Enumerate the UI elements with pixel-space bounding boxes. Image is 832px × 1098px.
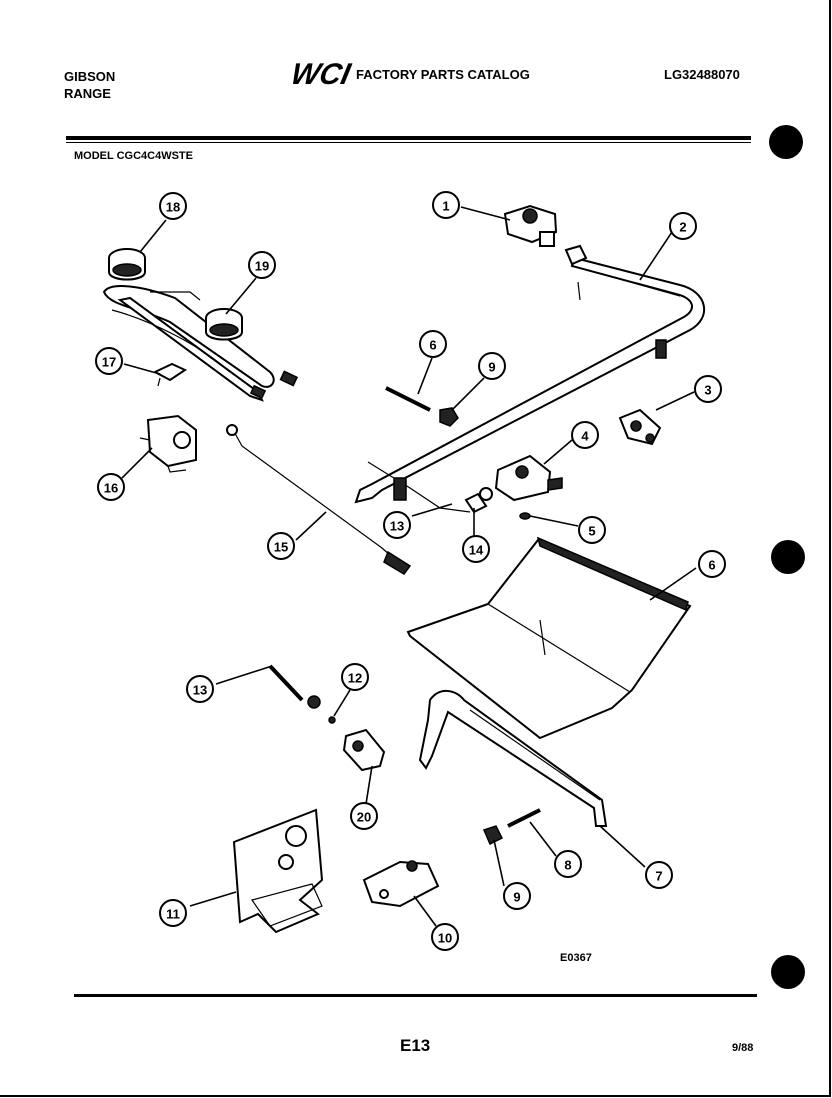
callout-9-lower: 9 bbox=[503, 882, 531, 910]
callout-3: 3 bbox=[694, 375, 722, 403]
part-13-rod bbox=[268, 664, 304, 702]
part-6-screw bbox=[385, 386, 431, 412]
callout-19: 19 bbox=[248, 251, 276, 279]
callout-6: 6 bbox=[698, 550, 726, 578]
part-9-nut bbox=[439, 407, 459, 427]
callout-10: 10 bbox=[431, 923, 459, 951]
manifold-pipe bbox=[354, 244, 706, 513]
burner-assembly bbox=[102, 248, 299, 402]
part-3-fitting bbox=[618, 408, 662, 446]
binder-hole-middle bbox=[771, 540, 805, 574]
callout-20: 20 bbox=[350, 802, 378, 830]
wci-logo: WCI bbox=[293, 58, 353, 90]
footer-rule bbox=[74, 994, 757, 997]
callout-7: 7 bbox=[645, 861, 673, 889]
page-date: 9/88 bbox=[732, 1042, 754, 1054]
callout-11-label: 11 bbox=[166, 907, 180, 922]
callout-2: 2 bbox=[669, 212, 697, 240]
callout-6-upper-label: 6 bbox=[429, 338, 436, 353]
callout-1: 1 bbox=[432, 191, 460, 219]
callout-13-lower: 13 bbox=[186, 675, 214, 703]
callout-18: 18 bbox=[159, 192, 187, 220]
model-label: MODEL CGC4C4WSTE bbox=[74, 150, 193, 162]
part-4-valve bbox=[479, 454, 563, 502]
callout-18-label: 18 bbox=[166, 200, 180, 215]
page-number: E13 bbox=[400, 1036, 431, 1055]
part-12-nut bbox=[307, 695, 321, 709]
callout-19-label: 19 bbox=[255, 259, 269, 274]
callout-9-lower-label: 9 bbox=[513, 890, 520, 905]
callout-16-label: 16 bbox=[104, 481, 118, 496]
callout-15-label: 15 bbox=[274, 540, 288, 555]
callout-8-lower: 8 bbox=[554, 850, 582, 878]
part-9-nut-lower bbox=[482, 825, 504, 846]
callout-8-label: 8 bbox=[564, 858, 571, 873]
callout-9-upper-label: 9 bbox=[488, 360, 495, 375]
callout-5-label: 5 bbox=[588, 524, 595, 539]
part-10-valve bbox=[362, 860, 440, 908]
catalog-number: LG32488070 bbox=[664, 67, 740, 82]
callout-2-label: 2 bbox=[679, 220, 686, 235]
callout-17-label: 17 bbox=[102, 355, 116, 370]
diagram-id: E0367 bbox=[560, 952, 592, 964]
part-20-switch bbox=[342, 728, 386, 772]
part-8-screw bbox=[507, 808, 541, 828]
callout-16: 16 bbox=[97, 473, 125, 501]
header-rule bbox=[66, 136, 751, 140]
callout-11: 11 bbox=[159, 899, 187, 927]
callout-9-upper: 9 bbox=[478, 352, 506, 380]
part-16-bracket bbox=[139, 414, 197, 473]
callout-12-label: 12 bbox=[348, 671, 362, 686]
binder-hole-bottom bbox=[771, 955, 805, 989]
callout-20-label: 20 bbox=[357, 810, 371, 825]
binder-hole-top bbox=[769, 125, 803, 159]
callout-13: 13 bbox=[383, 511, 411, 539]
part-14-fitting bbox=[464, 492, 488, 514]
part-12-washer bbox=[328, 716, 336, 724]
callout-14: 14 bbox=[462, 535, 490, 563]
part-15-tube bbox=[226, 424, 412, 575]
callout-12: 12 bbox=[341, 663, 369, 691]
part-11-plate bbox=[232, 808, 324, 934]
callout-1-label: 1 bbox=[442, 199, 449, 214]
callout-3-label: 3 bbox=[704, 383, 711, 398]
leader-lines bbox=[121, 206, 697, 927]
header-rule-thin bbox=[66, 142, 751, 143]
brand-line-2: RANGE bbox=[64, 86, 111, 101]
callout-6-upper: 6 bbox=[419, 330, 447, 358]
callout-7-label: 7 bbox=[655, 869, 662, 884]
callout-5: 5 bbox=[578, 516, 606, 544]
callout-10-label: 10 bbox=[438, 931, 452, 946]
callout-14-label: 14 bbox=[469, 543, 484, 558]
callout-13-lower-label: 13 bbox=[193, 683, 207, 698]
callout-6-label: 6 bbox=[708, 558, 715, 573]
part-17-clip bbox=[152, 362, 188, 387]
callout-4: 4 bbox=[571, 421, 599, 449]
callout-17: 17 bbox=[95, 347, 123, 375]
callout-15: 15 bbox=[267, 532, 295, 560]
brand-line-1: GIBSON bbox=[64, 69, 116, 84]
part-1-valve bbox=[503, 204, 558, 247]
callout-4-label: 4 bbox=[581, 429, 589, 444]
part-6-shield bbox=[406, 536, 692, 740]
catalog-title: FACTORY PARTS CATALOG bbox=[356, 67, 530, 82]
brand-block: GIBSON RANGE bbox=[64, 68, 115, 102]
callout-13-label: 13 bbox=[390, 519, 404, 534]
part-7-bracket bbox=[418, 690, 608, 827]
svg-text:WCI: WCI bbox=[293, 58, 353, 90]
